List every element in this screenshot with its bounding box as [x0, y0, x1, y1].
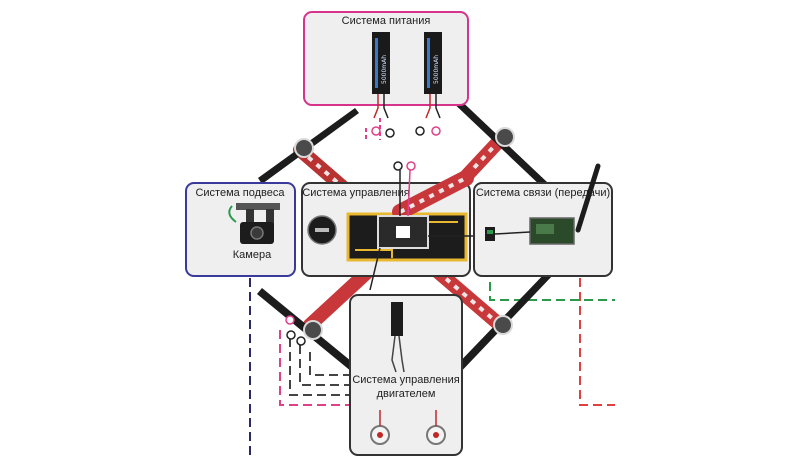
link-gray-left-1	[289, 338, 362, 396]
connector-icon	[485, 227, 495, 241]
connector-icon	[406, 161, 416, 171]
propeller-icon	[450, 270, 553, 378]
battery-marking: 5000mAh	[433, 55, 440, 84]
connector-icon	[385, 128, 395, 138]
esc-icon	[391, 302, 405, 373]
motor-icon	[426, 410, 446, 445]
link-gray-left-3	[309, 352, 362, 376]
connector-icon	[431, 126, 441, 136]
connector-icon	[371, 126, 381, 136]
propeller-icon	[258, 108, 359, 184]
connector-icon	[285, 315, 295, 325]
comms-wire	[494, 231, 531, 235]
power-system-block: Система питания 5000mAh 5000mAh	[303, 11, 469, 119]
battery-icon: 5000mAh	[424, 32, 442, 94]
propeller-icon	[257, 288, 368, 381]
gimbal-system-block: Система подвеса Камера	[185, 182, 296, 277]
connector-icon	[286, 330, 296, 340]
connector-icon	[415, 126, 425, 136]
link-red-comms	[579, 250, 615, 406]
radio-module-icon	[529, 217, 575, 245]
comms-system-block: Система связи (передачи)	[473, 163, 613, 277]
motor-control-title-line2: двигателем	[377, 388, 436, 400]
gimbal-system-title: Система подвеса	[195, 187, 285, 199]
gimbal-icon	[228, 203, 280, 227]
control-system-title: Система управления	[302, 187, 409, 199]
camera-icon	[240, 222, 274, 244]
motor-control-title-line1: Система управления	[352, 374, 459, 386]
control-system-block: Система управления	[301, 169, 488, 291]
red-frame-plate	[392, 170, 474, 220]
propeller-bottom-right	[423, 258, 553, 378]
comms-system-title: Система связи (передачи)	[476, 187, 610, 199]
connector-icon	[296, 336, 306, 346]
gps-module-icon	[307, 215, 337, 245]
power-system-title: Система питания	[342, 15, 431, 27]
antenna-icon	[575, 163, 601, 233]
power-connectors	[371, 126, 441, 171]
camera-label: Камера	[233, 249, 272, 261]
frame-arm-pattern	[428, 263, 502, 327]
link-pink-left	[279, 330, 362, 406]
battery-marking: 5000mAh	[381, 55, 388, 84]
connector-icon	[393, 161, 403, 171]
motor-icon	[370, 410, 390, 445]
flight-controller-icon	[377, 215, 429, 249]
battery-icon: 5000mAh	[372, 32, 390, 94]
motor-control-block: Система управления двигателем	[349, 294, 463, 456]
propeller-icon	[447, 92, 548, 188]
battery-wires	[373, 94, 441, 119]
motor-connectors	[285, 315, 306, 346]
